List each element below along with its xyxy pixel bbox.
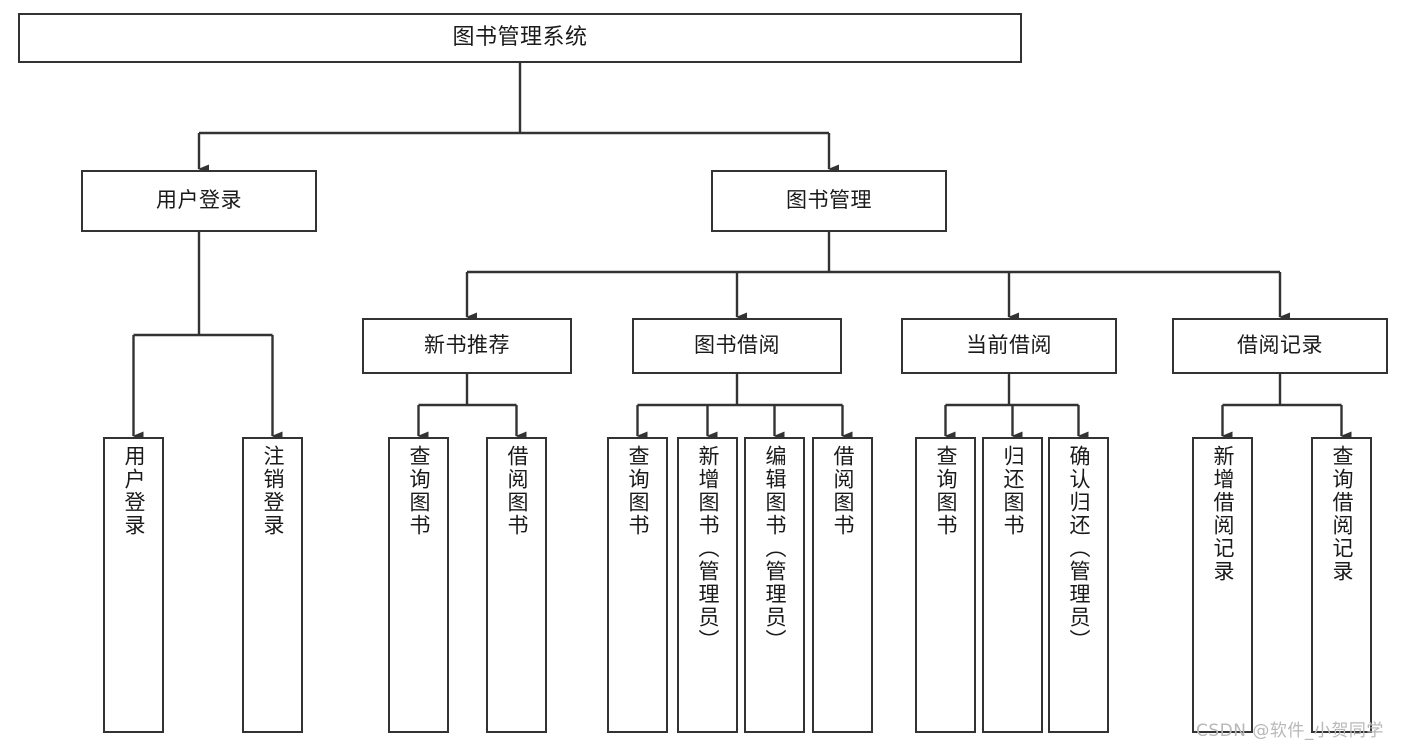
node-leaf-add-book[interactable]: 新增图书（管理员） (677, 437, 738, 733)
node-leaf-edit-book[interactable]: 编辑图书（管理员） (744, 437, 805, 733)
node-label-leaf-logout: 注销登录 (261, 445, 285, 537)
node-user-login[interactable]: 用户登录 (81, 170, 317, 232)
node-leaf-return-book[interactable]: 归还图书 (982, 437, 1043, 733)
node-label-leaf-borrow-book-recommend: 借阅图书 (505, 445, 529, 537)
node-label-borrow-record: 借阅记录 (1237, 333, 1323, 358)
node-book-manage[interactable]: 图书管理 (711, 170, 947, 232)
node-leaf-logout[interactable]: 注销登录 (242, 437, 303, 733)
node-label-leaf-return-book: 归还图书 (1001, 445, 1025, 537)
node-new-book-recommend[interactable]: 新书推荐 (362, 318, 572, 374)
node-label-leaf-add-borrow-record: 新增借阅记录 (1211, 445, 1235, 583)
node-label-book-borrow: 图书借阅 (694, 333, 780, 358)
node-label-leaf-borrow-book: 借阅图书 (831, 445, 855, 537)
node-label-user-login: 用户登录 (156, 188, 242, 213)
node-current-borrow[interactable]: 当前借阅 (901, 318, 1117, 374)
node-leaf-add-borrow-record[interactable]: 新增借阅记录 (1192, 437, 1253, 733)
edge-group (132, 63, 1352, 441)
node-label-leaf-query-book-borrow: 查询图书 (626, 445, 650, 537)
node-leaf-query-borrow-record[interactable]: 查询借阅记录 (1311, 437, 1372, 733)
node-label-current-borrow: 当前借阅 (966, 333, 1052, 358)
node-label-book-manage: 图书管理 (786, 188, 872, 213)
node-book-borrow[interactable]: 图书借阅 (632, 318, 842, 374)
node-label-leaf-edit-book: 编辑图书（管理员） (763, 445, 787, 652)
node-label-leaf-query-borrow-record: 查询借阅记录 (1330, 445, 1354, 583)
node-label-leaf-add-book: 新增图书（管理员） (696, 445, 720, 652)
node-label-leaf-query-book-recommend: 查询图书 (407, 445, 431, 537)
node-leaf-user-login[interactable]: 用户登录 (103, 437, 164, 733)
node-leaf-query-book-borrow[interactable]: 查询图书 (607, 437, 668, 733)
node-leaf-query-book-recommend[interactable]: 查询图书 (388, 437, 449, 733)
node-leaf-confirm-return[interactable]: 确认归还（管理员） (1048, 437, 1109, 733)
node-label-root: 图书管理系统 (452, 24, 588, 50)
node-label-new-book-recommend: 新书推荐 (424, 333, 510, 358)
node-borrow-record[interactable]: 借阅记录 (1172, 318, 1388, 374)
csdn-watermark: CSDN @软件_小贺同学 (1196, 721, 1384, 741)
node-label-leaf-query-book-current: 查询图书 (934, 445, 958, 537)
node-label-leaf-user-login: 用户登录 (122, 445, 146, 537)
node-leaf-borrow-book-recommend[interactable]: 借阅图书 (486, 437, 547, 733)
node-root[interactable]: 图书管理系统 (18, 13, 1022, 63)
node-label-leaf-confirm-return: 确认归还（管理员） (1067, 445, 1091, 652)
node-leaf-query-book-current[interactable]: 查询图书 (915, 437, 976, 733)
node-leaf-borrow-book[interactable]: 借阅图书 (812, 437, 873, 733)
